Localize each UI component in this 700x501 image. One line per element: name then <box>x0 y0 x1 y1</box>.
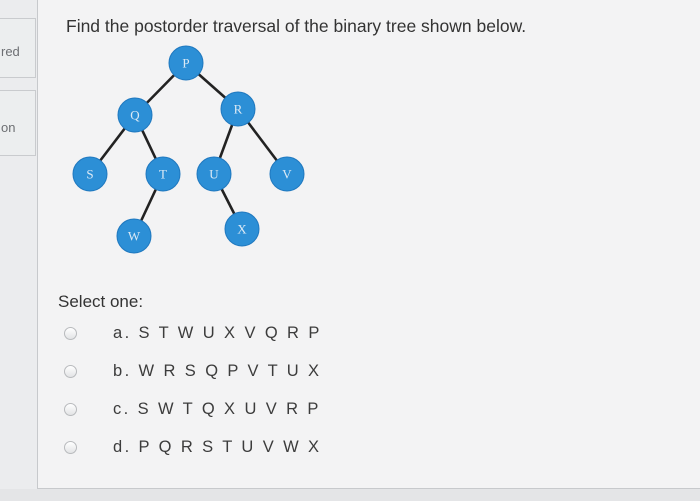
tree-node-S: S <box>72 156 108 192</box>
tree-node-label: T <box>159 167 167 182</box>
tree-node-W: W <box>116 218 152 254</box>
question-info-text: on <box>1 120 16 135</box>
tree-node-label: X <box>237 222 247 237</box>
tree-node-label: Q <box>130 108 140 123</box>
tree-node-X: X <box>224 211 260 247</box>
tree-node-R: R <box>220 91 256 127</box>
tree-node-Q: Q <box>117 97 153 133</box>
radio-button[interactable] <box>64 402 77 416</box>
tree-nodes: P Q R S T U V W X <box>72 45 305 254</box>
question-status-text: red <box>1 44 20 59</box>
tree-node-label: S <box>86 167 93 182</box>
tree-node-label: R <box>234 102 243 117</box>
answer-option-label: d. P Q R S T U V W X <box>113 437 322 456</box>
tree-node-label: P <box>182 56 189 71</box>
answer-option-d[interactable]: d. P Q R S T U V W X <box>64 432 324 462</box>
answer-option-label: b. W R S Q P V T U X <box>113 361 322 380</box>
answer-option-label: c. S W T Q X U V R P <box>113 399 321 418</box>
answer-option-b[interactable]: b. W R S Q P V T U X <box>64 356 324 386</box>
answer-option-label: a. S T W U X V Q R P <box>113 323 322 342</box>
tree-node-T: T <box>145 156 181 192</box>
binary-tree-diagram: P Q R S T U V W X <box>72 45 305 254</box>
radio-button[interactable] <box>64 364 77 378</box>
question-panel: Find the postorder traversal of the bina… <box>37 0 700 489</box>
tree-node-V: V <box>269 156 305 192</box>
tree-node-label: V <box>282 167 292 182</box>
radio-button[interactable] <box>64 440 77 454</box>
tree-edges <box>88 62 289 237</box>
question-info-box <box>0 90 36 156</box>
radio-button[interactable] <box>64 326 77 340</box>
tree-node-label: U <box>209 167 219 182</box>
select-one-label: Select one: <box>58 292 144 311</box>
bottom-strip <box>0 489 700 501</box>
left-sidebar: red on <box>0 0 37 501</box>
answer-option-a[interactable]: a. S T W U X V Q R P <box>64 318 324 348</box>
answer-option-c[interactable]: c. S W T Q X U V R P <box>64 394 324 424</box>
tree-node-P: P <box>168 45 204 81</box>
question-text: Find the postorder traversal of the bina… <box>66 16 527 36</box>
tree-node-U: U <box>196 156 232 192</box>
tree-node-label: W <box>128 229 141 244</box>
question-status-box <box>0 18 36 78</box>
